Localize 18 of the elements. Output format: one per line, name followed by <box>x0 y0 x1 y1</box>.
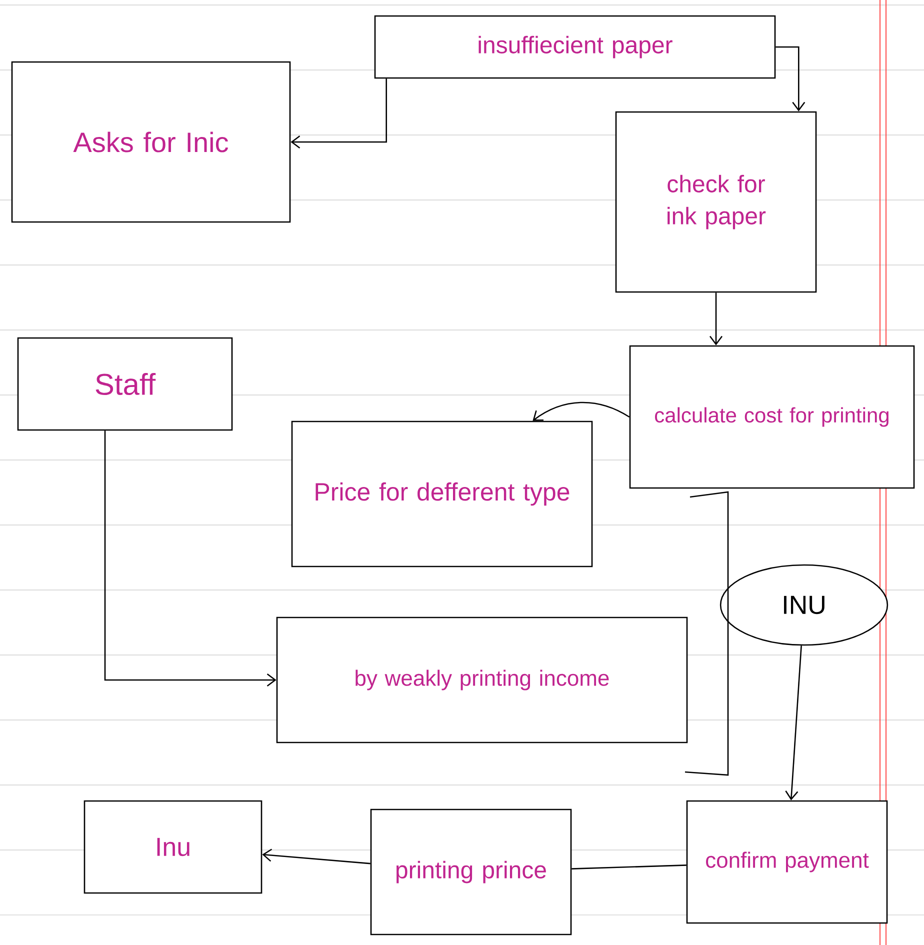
process-box: Staff <box>17 337 233 431</box>
process-box: insuffiecient paper <box>374 15 776 79</box>
process-box: by weakly printing income <box>276 616 688 744</box>
process-box: calculate cost for printing <box>629 345 915 489</box>
arrow <box>776 46 806 112</box>
arrow <box>290 78 387 149</box>
oval-node: INU <box>720 564 888 646</box>
arrow <box>262 848 370 864</box>
process-box: check for ink paper <box>615 111 817 293</box>
arrow <box>104 430 276 687</box>
process-box: Inu <box>84 800 262 894</box>
process-box: confirm payment <box>686 800 888 924</box>
arrow <box>532 402 630 421</box>
process-box: printing prince <box>370 808 572 936</box>
process-box: Asks for Inic <box>11 61 291 223</box>
arrow <box>709 292 723 346</box>
process-box: Price for defferent type <box>291 420 593 568</box>
arrow <box>785 646 802 800</box>
